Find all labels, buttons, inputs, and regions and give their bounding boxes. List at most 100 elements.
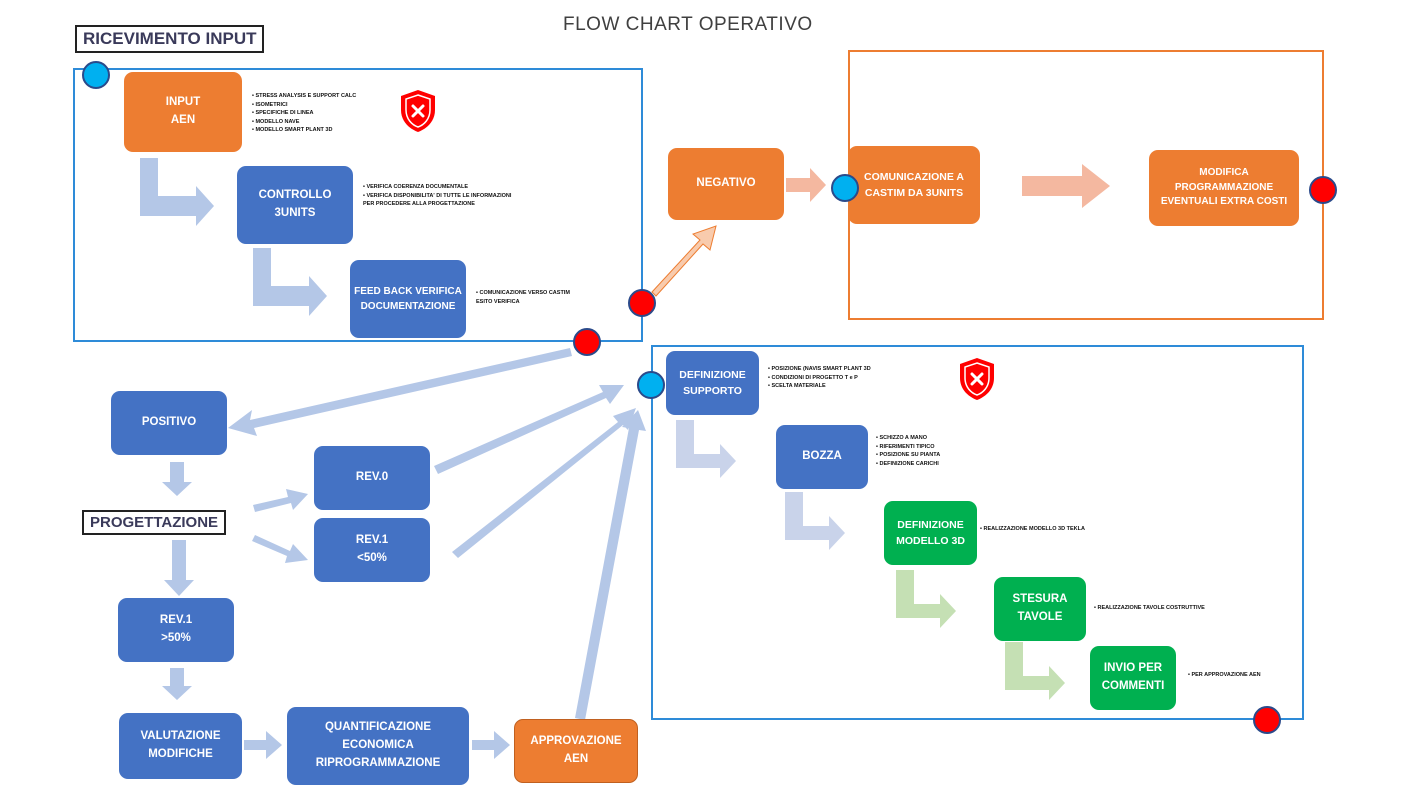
arrow-feedback-to-positivo [228,348,572,436]
note-item: RIFERIMENTI TIPICO [876,443,940,452]
note-item: CONDIZIONI DI PROGETTO T e P [768,374,871,383]
notes-controllo-3units: VERIFICA COERENZA DOCUMENTALE VERIFICA D… [363,183,513,209]
shield-x-icon [401,90,435,132]
note-item: SCELTA MATERIALE [768,382,871,391]
start-dot-comunicazione [831,174,859,202]
node-input-aen-line2: AEN [170,114,196,126]
node-modifica-line2: PROGRAMMAZIONE [1174,181,1274,193]
bent-arrow-modello-to-stesura [896,570,956,628]
bent-arrow-bozza-to-modello [785,492,845,550]
note-item: DEFINIZIONE CARICHI [876,460,940,469]
note-item: VERIFICA COERENZA DOCUMENTALE [363,183,513,192]
label-progettazione: PROGETTAZIONE [82,510,227,535]
node-invio-line2: COMMENTI [1101,680,1165,692]
node-bozza-line1: BOZZA [802,450,842,463]
node-valutazione-line1: VALUTAZIONE [140,730,221,743]
node-feedback-verifica[interactable]: FEED BACK VERIFICA DOCUMENTAZIONE [350,260,466,338]
start-dot-ricevimento [82,61,110,89]
notes-definizione-modello: REALIZZAZIONE MODELLO 3D TEKLA [980,525,1084,534]
node-controllo-line1: CONTROLLO [258,189,332,202]
node-stesura-line2: TAVOLE [1017,611,1063,623]
node-bozza[interactable]: BOZZA [776,425,868,489]
node-quantificazione-economica[interactable]: QUANTIFICAZIONE ECONOMICA RIPROGRAMMAZIONE [287,707,469,785]
node-feedback-line1: FEED BACK VERIFICA [354,285,462,297]
node-rev1-gt50-line1: REV.1 [159,614,193,627]
node-rev1-lt50-line1: REV.1 [355,534,389,547]
node-rev0[interactable]: REV.0 [314,446,430,510]
node-rev1-gt50-line2: >50% [161,632,191,644]
arrow-progettazione-down [164,540,194,596]
node-quantificazione-line2: ECONOMICA [342,739,414,752]
note-item: COMUNICAZIONE VERSO CASTIM ESITO VERIFIC… [476,289,586,306]
node-definizione-supporto[interactable]: DEFINIZIONE SUPPORTO [666,351,759,415]
arrow-progettazione-to-rev0 [253,489,308,512]
notes-input-aen: STRESS ANALYSIS E SUPPORT CALC ISOMETRIC… [252,92,356,135]
region-ricevimento-input [73,68,643,342]
node-controllo-line2: 3UNITS [274,207,316,219]
arrow-positivo-down [162,462,192,496]
node-positivo[interactable]: POSITIVO [111,391,227,455]
note-item: POSIZIONE (NAVIS SMART PLANT 3D [768,365,870,374]
node-quantificazione-line1: QUANTIFICAZIONE [324,721,432,734]
bent-arrow-supporto-to-bozza [676,420,736,478]
node-controllo-3units[interactable]: CONTROLLO 3UNITS [237,166,353,244]
arrow-rev1gt50-down [162,668,192,700]
node-rev1-lt50[interactable]: REV.1 <50% [314,518,430,582]
note-item: REALIZZAZIONE TAVOLE COSTRUTTIVE [1094,604,1204,613]
note-item: PER APPROVAZIONE AEN [1188,671,1260,680]
node-rev1-gt50[interactable]: REV.1 >50% [118,598,234,662]
end-dot-progettazione-detail [1253,706,1281,734]
node-quantificazione-line3: RIPROGRAMMAZIONE [315,756,441,769]
arrow-feedback-to-negativo [651,225,717,297]
node-rev1-lt50-line2: <50% [357,552,387,564]
bent-arrow-input-to-controllo [140,158,214,226]
notes-definizione-supporto: POSIZIONE (NAVIS SMART PLANT 3D CONDIZIO… [768,365,871,391]
node-positivo-line1: POSITIVO [141,416,197,429]
node-supporto-line1: DEFINIZIONE [679,368,746,381]
shield-x-icon [960,358,994,400]
node-input-aen-line1: INPUT [165,96,201,109]
node-negativo[interactable]: NEGATIVO [668,148,784,220]
note-item: ISOMETRICI [252,101,356,110]
node-negativo-line1: NEGATIVO [696,177,756,190]
note-item: STRESS ANALYSIS E SUPPORT CALC [252,92,356,101]
node-stesura-line1: STESURA [1012,593,1068,606]
label-ricevimento-input: RICEVIMENTO INPUT [75,25,265,53]
end-dot-ricevimento [573,328,601,356]
bent-arrow-controllo-to-feedback [253,248,327,316]
node-comunicazione[interactable]: COMUNICAZIONE A CASTIM DA 3UNITS [848,146,980,224]
notes-feedback: COMUNICAZIONE VERSO CASTIM ESITO VERIFIC… [476,289,586,306]
note-item: SCHIZZO A MANO [876,434,940,443]
note-item: POSIZIONE SU PIANTA [876,451,940,460]
note-item: VERIFICA DISPONIBILITA' DI TUTTE LE INFO… [363,192,513,209]
node-stesura-tavole[interactable]: STESURA TAVOLE [994,577,1086,641]
end-dot-feedback [628,289,656,317]
end-dot-modifica [1309,176,1337,204]
node-modello-line1: DEFINIZIONE [897,518,964,531]
arrow-rev1-to-supporto [452,408,636,558]
notes-stesura-tavole: REALIZZAZIONE TAVOLE COSTRUTTIVE [1094,604,1204,613]
node-comunicazione-line1: COMUNICAZIONE A [864,170,964,183]
arrow-quantificazione-to-approvazione [472,731,510,759]
arrow-comunicazione-to-modifica [1022,164,1110,208]
start-dot-definizione-supporto [637,371,665,399]
node-supporto-line2: SUPPORTO [683,385,742,397]
node-rev0-line1: REV.0 [355,471,389,484]
node-modello-line2: MODELLO 3D [896,535,965,547]
arrow-valutazione-to-quantificazione [244,731,282,759]
node-approvazione-line2: AEN [563,753,589,765]
node-definizione-modello-3d[interactable]: DEFINIZIONE MODELLO 3D [884,501,977,565]
arrow-negativo-to-comunicazione [786,168,826,202]
notes-invio-commenti: PER APPROVAZIONE AEN [1188,671,1260,680]
node-input-aen[interactable]: INPUT AEN [124,72,242,152]
note-item: MODELLO NAVE [252,118,356,127]
node-feedback-line2: DOCUMENTAZIONE [360,301,456,312]
arrow-progettazione-to-rev1 [252,535,308,563]
note-item: MODELLO SMART PLANT 3D [252,126,356,135]
node-comunicazione-line2: CASTIM DA 3UNITS [864,187,964,199]
